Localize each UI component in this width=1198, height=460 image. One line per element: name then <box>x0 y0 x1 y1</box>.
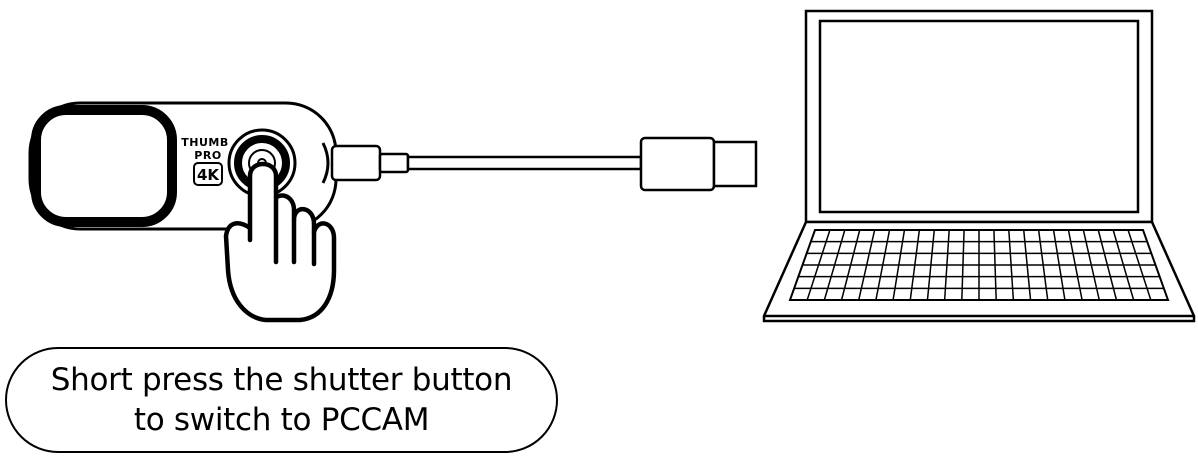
keyboard-column-line <box>1082 229 1101 301</box>
keyboard-column-line <box>926 229 936 301</box>
keyboard-column-line <box>1052 229 1066 301</box>
usb-c-plug-housing <box>330 144 382 182</box>
keyboard-column-line <box>1037 229 1049 301</box>
hand-index-finger <box>247 161 279 265</box>
camera-4k-badge <box>193 162 223 186</box>
hand-palm <box>223 183 337 323</box>
keyboard-column-line <box>1097 229 1118 301</box>
laptop-screen <box>818 19 1140 214</box>
camera-brand-line2: PRO <box>194 149 221 162</box>
keyboard-column-line <box>823 229 846 301</box>
usb-a-plug-tip <box>712 140 758 188</box>
usb-cable <box>330 136 758 192</box>
usb-c-plug-neck <box>378 152 410 174</box>
camera-4k-label: 4K <box>197 166 220 184</box>
keyboard-column-line <box>1008 229 1015 301</box>
usb-a-plug-body <box>639 136 716 192</box>
instruction-line-1: Short press the shutter button <box>50 362 513 398</box>
keyboard-column-line <box>892 229 906 301</box>
keyboard-column-line <box>993 229 997 301</box>
laptop-base-edge <box>762 316 1196 323</box>
keyboard-column-line <box>857 229 876 301</box>
instruction-line-2: to switch to PCCAM <box>133 402 430 438</box>
camera-port-bump <box>321 142 330 184</box>
keyboard-column-line <box>875 229 891 301</box>
keyboard-column-line <box>840 229 861 301</box>
cable-wire <box>406 155 643 171</box>
camera-brand-line1: THUMB <box>181 136 228 149</box>
laptop <box>762 9 1196 323</box>
hand-pointer-icon <box>223 161 337 323</box>
keyboard-column-line <box>961 229 965 301</box>
laptop-keyboard-keys <box>794 229 1164 301</box>
keyboard-column-line <box>1067 229 1083 301</box>
keyboard-column-line <box>909 229 921 301</box>
keyboard-column-line <box>806 229 831 301</box>
instruction-callout: Short press the shutter button to switch… <box>5 347 558 453</box>
camera-lens-panel <box>31 105 177 227</box>
keyboard-column-line <box>1112 229 1135 301</box>
keyboard-column-line <box>943 229 950 301</box>
keyboard-column-line <box>1022 229 1032 301</box>
keyboard-column-line <box>1127 229 1152 301</box>
